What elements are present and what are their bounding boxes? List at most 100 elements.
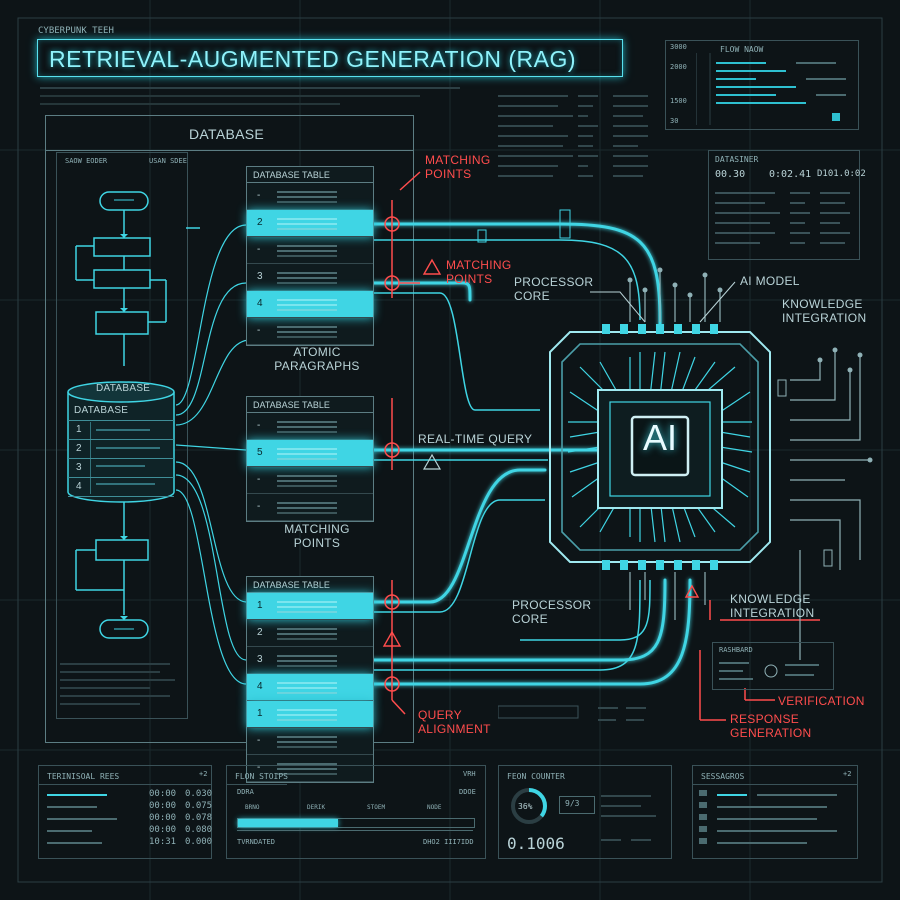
dashboard-title: RASHBARD (719, 646, 753, 654)
status-microtable (497, 698, 648, 738)
cylinder-row: 2 (68, 440, 174, 459)
cylinder-row: 4 (68, 478, 174, 497)
axis-label: 1500 (670, 97, 687, 105)
database-table-2: DATABASE TABLE - 5 - - (246, 396, 374, 522)
label-leader-lines (590, 281, 736, 323)
flow-top-left: DDRA (237, 788, 254, 796)
table-title: DATABASE TABLE (247, 577, 373, 593)
table-row-highlighted: 4 (247, 291, 373, 318)
row-number: 3 (257, 654, 263, 665)
verification-label: VERIFICATION (778, 694, 865, 708)
table-row: - (247, 728, 373, 755)
brand-label: CYBERPUNK TEEH (38, 26, 114, 36)
table-row-highlighted: 4 (247, 674, 373, 701)
table-row: - (247, 413, 373, 440)
row-number: 4 (257, 681, 263, 692)
row-number: 1 (257, 600, 263, 611)
table-row-highlighted: 5 (247, 440, 373, 467)
row-number: 5 (257, 447, 263, 458)
page-title-box: RETRIEVAL-AUGMENTED GENERATION (RAG) (37, 39, 623, 77)
flow-steps-title: FLON STOIPS (235, 772, 288, 781)
datasiner-title: DATASINER (715, 155, 759, 164)
subpanel-label: USAN SDEE (149, 157, 187, 165)
axis-label: 3000 (670, 43, 687, 51)
cylinder-rows: 1 2 3 4 (68, 420, 174, 497)
flow-steps-panel: FLON STOIPS VRH DDRA DDOE BRNO DERIK STO… (226, 765, 486, 859)
flow-steps-corner: VRH (463, 770, 476, 778)
database-panel-title: DATABASE (189, 126, 265, 142)
datasiner-value: D101.0:02 (817, 169, 866, 179)
flow-col: BRNO (245, 804, 260, 811)
terminal-corner: +2 (199, 770, 208, 778)
ai-processor-chip (549, 324, 771, 570)
row-number: - (257, 762, 261, 773)
counter-title: FEON COUNTER (507, 772, 565, 781)
table-row: - (247, 494, 373, 521)
cylinder-row: 3 (68, 459, 174, 478)
axis-label: 30 (670, 117, 679, 125)
flow-col: DERIK (307, 804, 326, 811)
page-title: RETRIEVAL-AUGMENTED GENERATION (RAG) (49, 46, 577, 72)
ai-model-label: AI MODEL (740, 274, 800, 288)
table-title: DATABASE TABLE (247, 397, 373, 413)
feon-counter-panel: FEON COUNTER 36% 9/3 0.1006 (498, 765, 672, 859)
counter-percent: 36% (518, 802, 533, 811)
row-number: 4 (257, 298, 263, 309)
database-cylinder: DATABASE DATABASE 1 2 3 4 (66, 380, 176, 510)
terminal-title: TERINISOAL REES (47, 772, 120, 781)
center-log-block (498, 92, 648, 187)
table-row-highlighted: 1 (247, 593, 373, 620)
flow-progress-bar (237, 818, 475, 828)
table-row: - (247, 467, 373, 494)
table-row: 3 (247, 647, 373, 674)
cylinder-top-label: DATABASE (96, 383, 151, 394)
table-row: - (247, 755, 373, 782)
row-number: - (257, 190, 261, 201)
flow-top-right: DDOE (459, 788, 476, 796)
flow-foot-left: TVRNDATED (237, 838, 275, 846)
row-number: - (257, 474, 261, 485)
row-number: - (257, 501, 261, 512)
table-row-highlighted: 2 (247, 210, 373, 237)
table-row-highlighted: 1 (247, 701, 373, 728)
flowchart-microtext (60, 660, 180, 710)
row-number: 3 (257, 271, 263, 282)
counter-value: 9/3 (565, 799, 580, 808)
table-title: DATABASE TABLE (247, 167, 373, 183)
table-row: 3 (247, 264, 373, 291)
row-number: 2 (257, 217, 263, 228)
cylinder-row: 1 (68, 421, 174, 440)
flow-foot-right: DHO2 III7IDD (423, 838, 474, 846)
sessions-title: SESSAGROS (701, 772, 745, 781)
row-number: - (257, 244, 261, 255)
chip-circuit-lines (627, 267, 873, 660)
table-row: - (247, 183, 373, 210)
datasiner-panel: DATASINER 00.30 0:02.41 D101.0:02 (708, 150, 866, 260)
flow-chart-panel: FLOW NAOW 3000 2000 1500 30 (665, 40, 859, 130)
subpanel-label: SAOW EODER (65, 157, 108, 165)
flow-col: STOEM (367, 804, 386, 811)
flow-col: NODE (427, 804, 442, 811)
database-panel: DATABASE (45, 115, 414, 743)
row-number: 1 (257, 708, 263, 719)
row-number: - (257, 420, 261, 431)
sessions-corner: +2 (843, 770, 852, 778)
datasiner-value: 00.30 (715, 169, 746, 180)
flow-panel-title: FLOW NAOW (720, 45, 764, 54)
flowchart-subpanel: SAOW EODER USAN SDEE (56, 152, 188, 719)
counter-readout: 0.1006 (507, 834, 565, 853)
sessions-panel: SESSAGROS +2 (692, 765, 858, 859)
